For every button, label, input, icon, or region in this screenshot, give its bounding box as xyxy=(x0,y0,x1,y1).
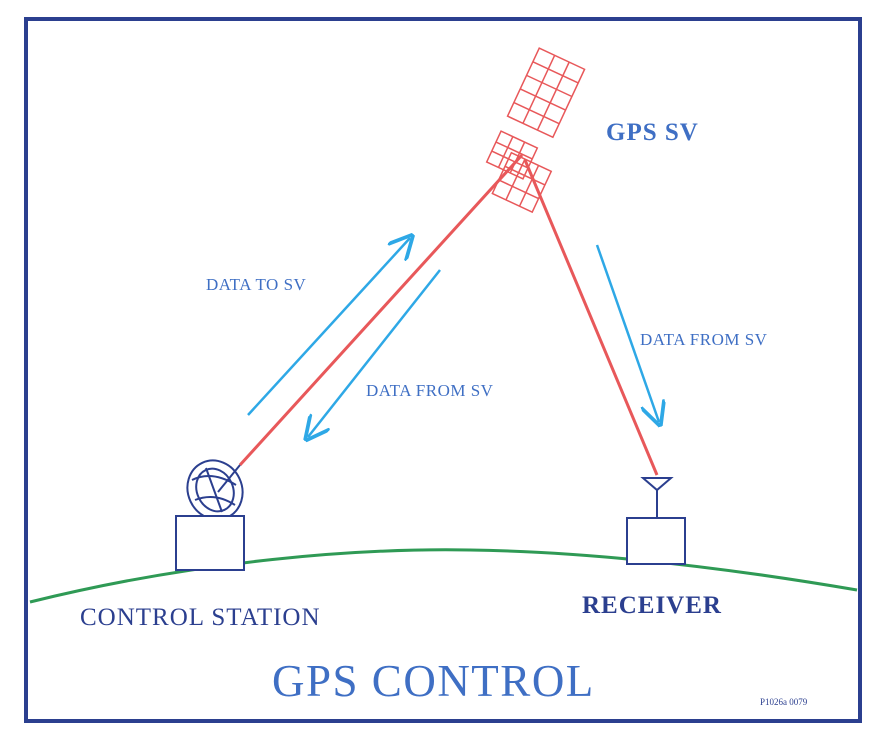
data-from-sv-receiver-label: DATA FROM SV xyxy=(640,330,768,349)
data-from-sv-arrow-receiver xyxy=(595,244,659,422)
data-from-sv-arrow-control xyxy=(308,269,441,437)
control-station-building xyxy=(175,515,245,571)
data-to-sv-label: DATA TO SV xyxy=(206,275,307,294)
figure-id: P1026a 0079 xyxy=(760,697,808,707)
diagram-title: GPS CONTROL xyxy=(272,656,595,706)
receiver-label: RECEIVER xyxy=(582,592,722,619)
earth-horizon xyxy=(29,548,858,604)
downlink-signal-line xyxy=(523,159,659,476)
receiver-box xyxy=(626,517,686,565)
uplink-signal-line xyxy=(238,153,524,467)
data-to-sv-arrow xyxy=(247,238,410,416)
data-from-sv-control-label: DATA FROM SV xyxy=(366,381,494,400)
receiver-antenna-icon xyxy=(640,477,674,518)
satellite-icon xyxy=(485,47,586,214)
control-station-label: CONTROL STATION xyxy=(80,604,321,631)
satellite-label: GPS SV xyxy=(606,119,699,146)
outer-frame xyxy=(24,17,862,723)
